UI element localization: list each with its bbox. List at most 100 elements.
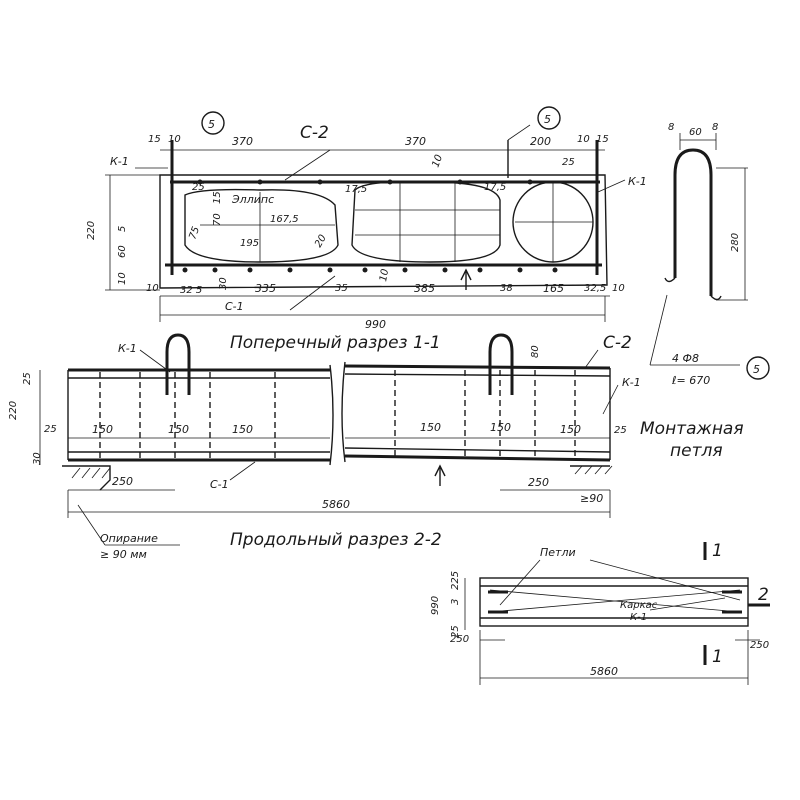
k1-long-right-label: К-1	[622, 376, 641, 389]
long-dim-30: 30	[32, 452, 43, 465]
dim-32-5a: 32 5	[180, 285, 202, 296]
dim-17-5a: 17,5	[345, 184, 367, 195]
dim-10g: 10	[146, 283, 159, 294]
loop-dim-8a: 8	[668, 122, 674, 133]
void-gridlines	[200, 183, 593, 262]
loop-title-2: петля	[670, 441, 723, 461]
long-dim-250b: 250	[528, 476, 549, 489]
plan-dim-25: 25	[450, 625, 461, 638]
dim-60: 60	[117, 245, 128, 258]
plan-dim-250a: 250	[450, 634, 469, 645]
long-loop-left	[165, 333, 191, 395]
dim-20: 20	[313, 233, 329, 250]
dim-220: 220	[86, 221, 97, 240]
dim-75: 75	[187, 225, 202, 241]
long-dim-150e: 150	[490, 421, 511, 434]
section-1-1-bottom: 1	[712, 647, 723, 667]
long-section-title: Продольный разрез 2-2	[230, 530, 442, 550]
plan-dim-990: 990	[430, 596, 441, 615]
dim-25b: 25	[562, 157, 575, 168]
dim-10h: 10	[612, 283, 625, 294]
plan-view	[464, 542, 770, 685]
dim-10a: 10	[168, 134, 181, 145]
dim-38: 38	[500, 283, 513, 294]
long-dim-150b: 150	[168, 423, 189, 436]
dim-15: 15	[148, 134, 161, 145]
plan-dim-5860: 5860	[590, 665, 618, 678]
void-middle	[351, 181, 501, 263]
plan-loops-label: Петли	[540, 546, 576, 559]
long-dim-220: 220	[8, 401, 19, 420]
plan-dim-250b: 250	[750, 640, 769, 651]
plan-outline	[479, 577, 749, 627]
dim-5: 5	[117, 226, 128, 232]
loop-spec-2: ℓ= 670	[671, 374, 710, 387]
long-dim-25r: 25	[614, 425, 627, 436]
dim-70: 70	[212, 213, 223, 226]
dim-165: 165	[543, 282, 564, 295]
long-dim-5860: 5860	[322, 498, 350, 511]
long-dim-25l: 25	[44, 424, 57, 435]
rebar-dots	[182, 179, 558, 273]
dim-32-5b: 32,5	[584, 283, 606, 294]
dim-335: 335	[255, 282, 276, 295]
dim-30: 30	[218, 277, 229, 290]
dim-35: 35	[335, 283, 348, 294]
stirrups	[99, 370, 576, 458]
section-1-1-top: 1	[712, 541, 723, 561]
long-dim-90: ≥90	[580, 492, 603, 505]
dim-370a: 370	[232, 135, 253, 148]
support-label-2: ≥ 90 мм	[100, 548, 147, 561]
marker-5-c: 5	[746, 356, 770, 380]
k1-right-label: К-1	[628, 175, 647, 188]
dim-15b: 15	[596, 134, 609, 145]
mounting-loop	[673, 148, 713, 296]
k1-left-label: К-1	[110, 155, 129, 168]
loop-title-1: Монтажная	[640, 419, 744, 439]
plan-dim-225: 225	[450, 571, 461, 590]
plan-dim-3: 3	[450, 599, 461, 605]
dim-25a: 25	[192, 182, 205, 193]
plan-frame-k1-label: К-1	[630, 612, 647, 623]
cross-section-outline	[159, 174, 608, 289]
loop-dim-280: 280	[730, 233, 741, 252]
support-right-hatch	[574, 465, 613, 475]
dim-10b: 10	[577, 134, 590, 145]
loop-dim-8b: 8	[712, 122, 718, 133]
ellipse-label: Эллипс	[231, 193, 274, 206]
long-loop-right	[488, 333, 514, 395]
k1-long-left-label: К-1	[118, 342, 137, 355]
dim-17-5b: 17,5	[484, 182, 506, 193]
marker-5-b-label: 5	[544, 113, 551, 126]
void-left	[184, 188, 339, 263]
c2-top-label: С-2	[300, 123, 329, 143]
marker-5-a: 5	[201, 111, 225, 135]
marker-5-a-label: 5	[208, 118, 215, 131]
long-dim-150a: 150	[92, 423, 113, 436]
dim-200: 200	[530, 135, 551, 148]
long-dim-250a: 250	[112, 475, 133, 488]
c1-cross-label: С-1	[225, 300, 244, 313]
support-label-1: Опирание	[100, 532, 158, 545]
support-left-hatch	[71, 467, 111, 479]
mounting-loop-detail	[649, 133, 748, 366]
plan-frame-label: Каркас	[620, 600, 658, 611]
loop-dim-60: 60	[689, 127, 702, 138]
cross-section-title: Поперечный разрез 1-1	[230, 333, 441, 353]
longitudinal-section	[39, 333, 619, 546]
dim-195: 195	[240, 238, 259, 249]
dim-990: 990	[365, 318, 386, 331]
long-dim-25t: 25	[22, 372, 33, 385]
cross-section	[105, 124, 626, 322]
marker-5-c-label: 5	[753, 363, 760, 376]
c1-long-label: С-1	[210, 478, 229, 491]
dim-385: 385	[414, 282, 435, 295]
dim-167-5: 167,5	[270, 214, 299, 225]
c2-long-label: С-2	[603, 333, 632, 353]
loop-spec-1: 4 Ф8	[672, 352, 699, 365]
long-dim-150c: 150	[232, 423, 253, 436]
long-dim-150d: 150	[420, 421, 441, 434]
dim-10d: 10	[430, 153, 445, 169]
marker-5-b: 5	[537, 106, 561, 130]
